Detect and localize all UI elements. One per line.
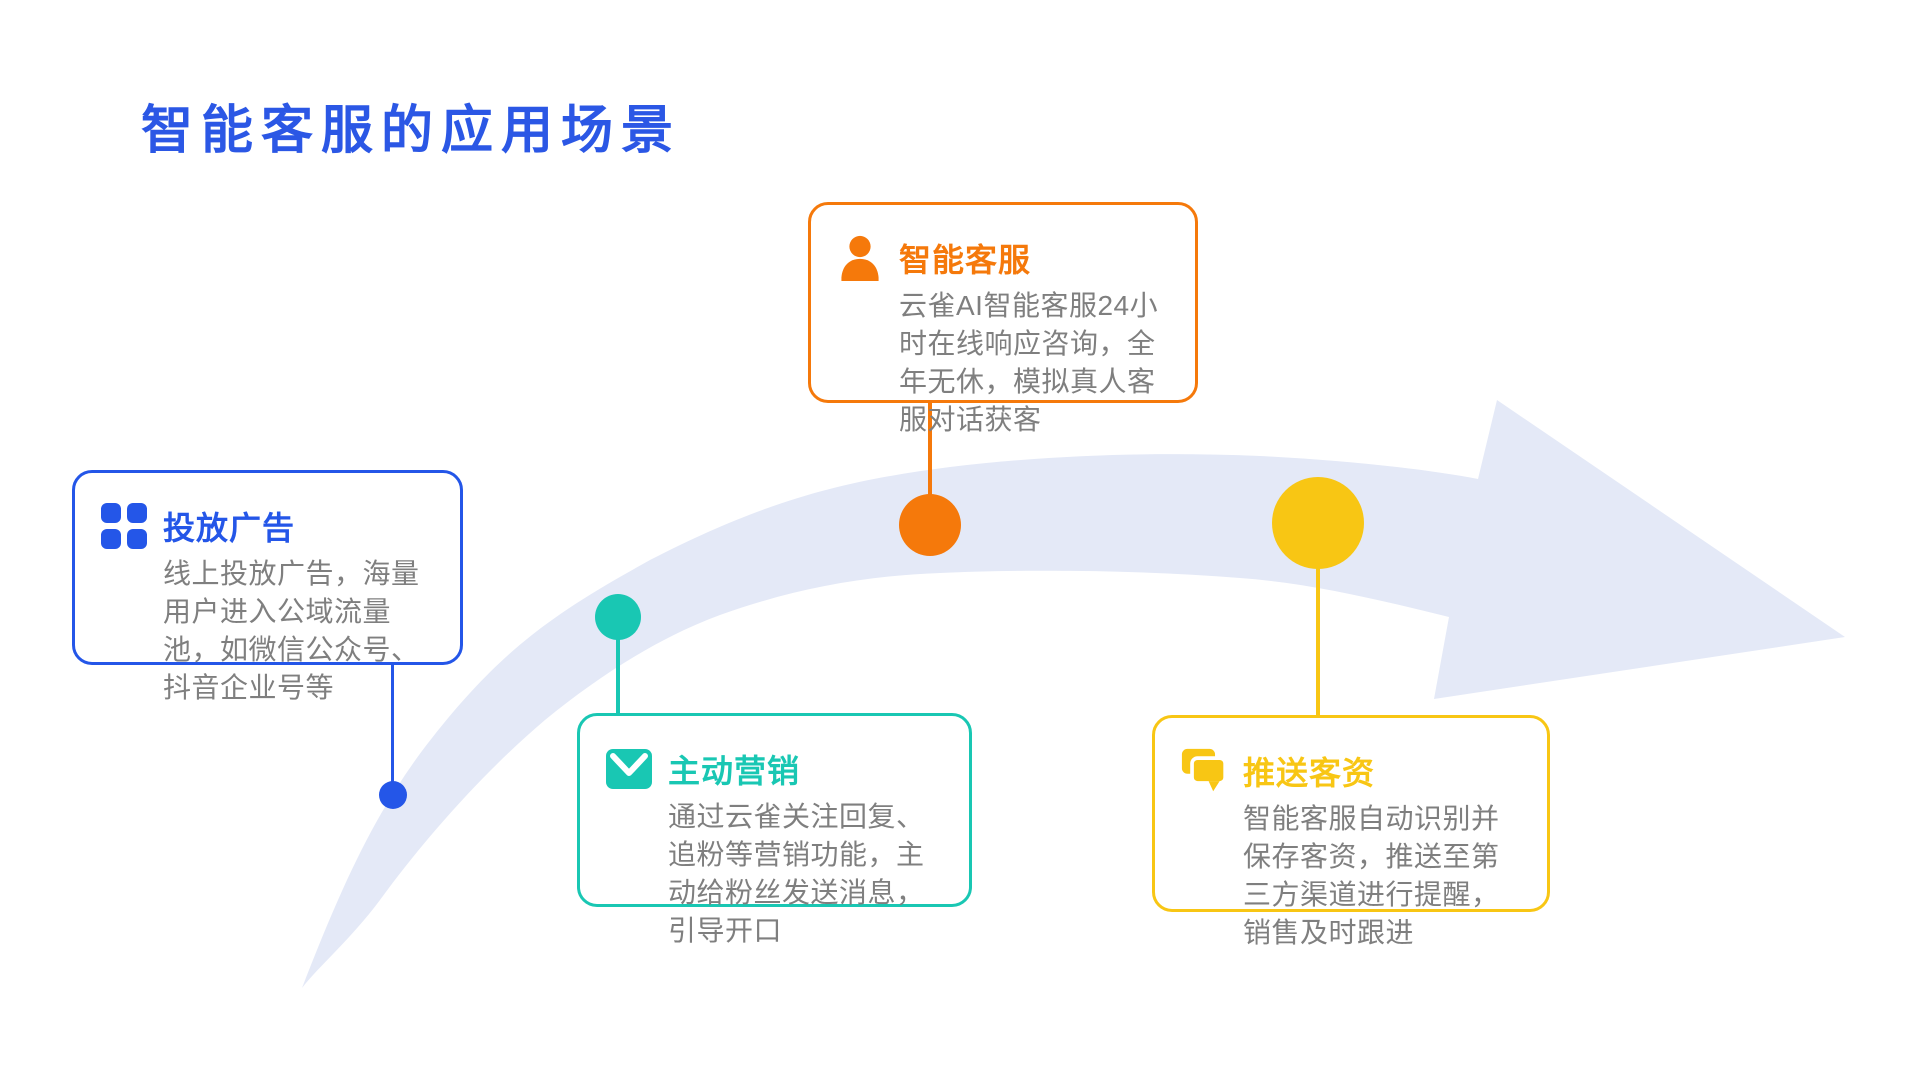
card-marketing-header: 主动营销 (606, 746, 947, 792)
card-marketing-title: 主动营销 (668, 753, 801, 789)
card-ads-title: 投放广告 (163, 510, 296, 546)
grid-icon (101, 503, 147, 549)
card-leads-title: 推送客资 (1243, 755, 1376, 791)
card-leads: 推送客资 智能客服自动识别并保存客资，推送至第三方渠道进行提醒，销售及时跟进 (1152, 715, 1550, 948)
card-ads-header: 投放广告 (101, 503, 438, 549)
connector-ads (391, 663, 394, 796)
card-leads-body: 智能客服自动识别并保存客资，推送至第三方渠道进行提醒，销售及时跟进 (1243, 803, 1500, 948)
card-service: 智能客服 云雀AI智能客服24小时在线响应咨询，全年无休，模拟真人客服对话获客 (808, 202, 1198, 435)
milestone-dot-service (899, 494, 961, 556)
card-marketing-body: 通过云雀关注回复、追粉等营销功能，主动给粉丝发送消息，引导开口 (668, 801, 925, 946)
card-service-title: 智能客服 (899, 242, 1032, 278)
person-icon (837, 235, 883, 281)
milestone-dot-ads (379, 781, 407, 809)
connector-marketing (616, 617, 620, 714)
card-ads: 投放广告 线上投放广告，海量用户进入公域流量池，如微信公众号、抖音企业号等 (72, 470, 463, 703)
envelope-icon (606, 746, 652, 792)
card-service-header: 智能客服 (837, 235, 1173, 281)
milestone-dot-marketing (595, 594, 641, 640)
connector-leads (1316, 523, 1320, 716)
card-service-body: 云雀AI智能客服24小时在线响应咨询，全年无休，模拟真人客服对话获客 (899, 290, 1159, 435)
chat-icon (1181, 748, 1227, 794)
card-marketing: 主动营销 通过云雀关注回复、追粉等营销功能，主动给粉丝发送消息，引导开口 (577, 713, 972, 946)
connector-service (928, 401, 932, 525)
milestone-dot-leads (1272, 477, 1364, 569)
page-title: 智能客服的应用场景 (141, 102, 682, 160)
card-leads-header: 推送客资 (1181, 748, 1525, 794)
card-ads-body: 线上投放广告，海量用户进入公域流量池，如微信公众号、抖音企业号等 (163, 558, 420, 703)
